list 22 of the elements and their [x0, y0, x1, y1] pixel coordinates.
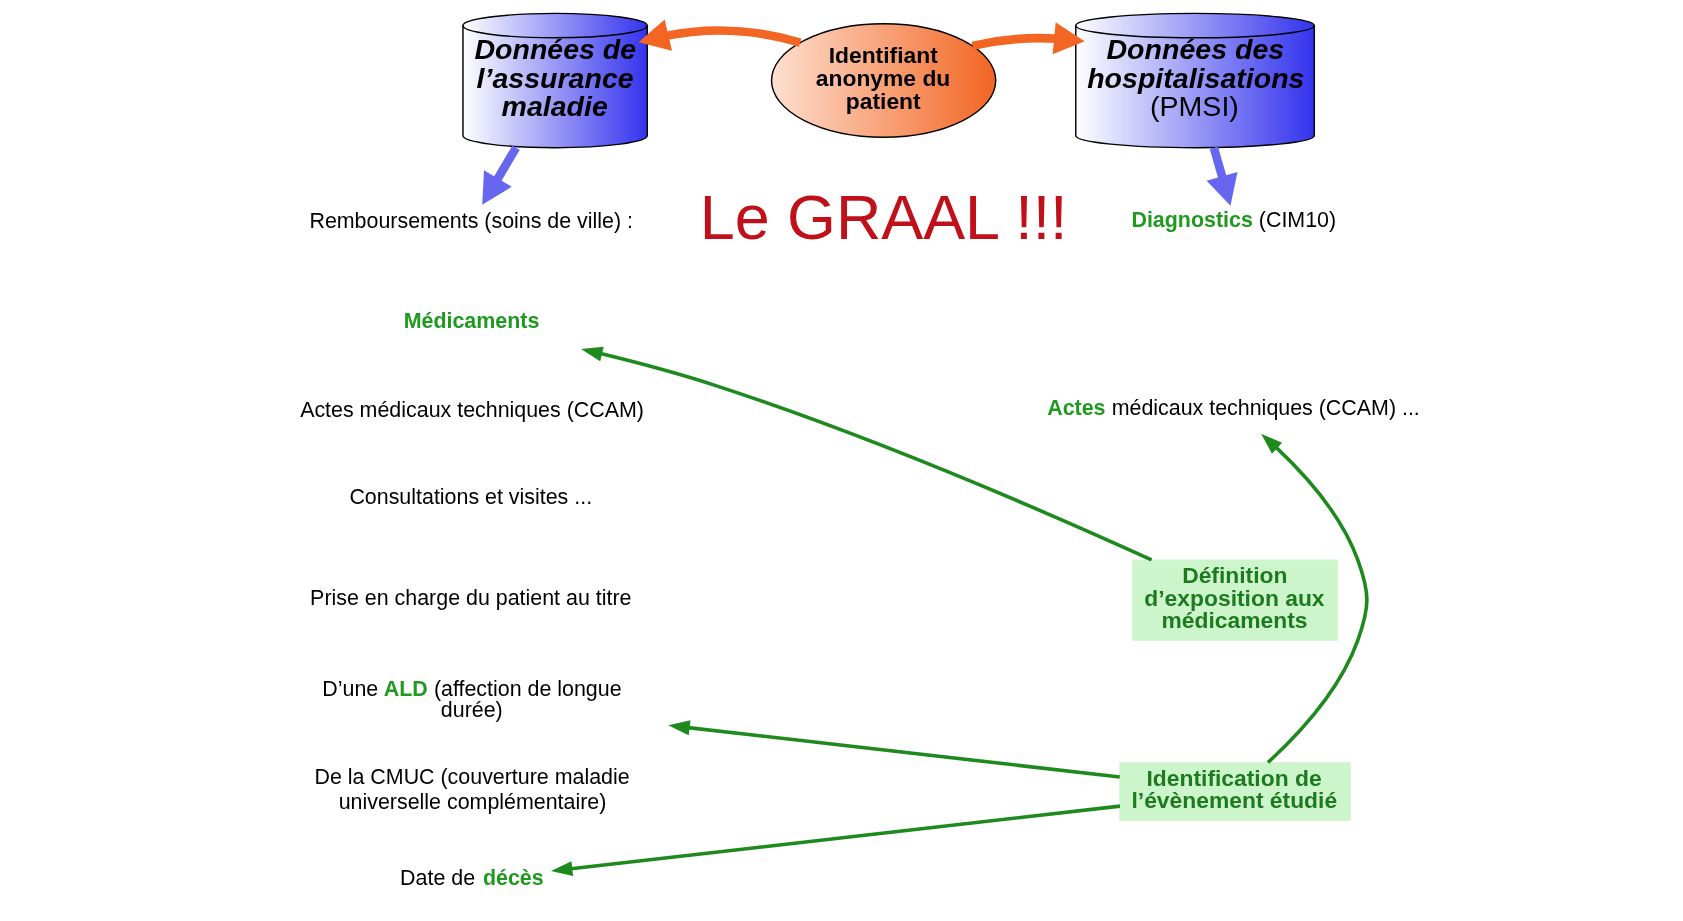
- node-text: D’une ALD (affection de longue durée): [322, 676, 622, 723]
- node-text: Prise en charge du patient au titre: [310, 586, 632, 611]
- node-text: Diagnostics (CIM10): [1131, 207, 1337, 232]
- node-text: De la CMUC (couverture maladie universelle complémentaire): [314, 765, 630, 814]
- node-text: Actes médicaux techniques (CCAM): [300, 397, 644, 422]
- node-box: Définition d’exposition aux médicaments: [1132, 559, 1338, 641]
- arrow: [550, 804, 1121, 877]
- node-text: Actes médicaux techniques (CCAM) ...: [1047, 396, 1420, 421]
- arrow: [482, 145, 520, 205]
- node-box: Identification de l’évènement étudié: [1119, 762, 1351, 821]
- node-text: Médicaments: [403, 309, 540, 334]
- arrow: [581, 346, 1153, 562]
- node-text: Date de décès: [400, 866, 544, 891]
- node-text: Consultations et visites ...: [349, 484, 593, 509]
- node-ellipse: Identifiant anonyme du patient: [770, 23, 997, 138]
- arrow: [1261, 433, 1369, 764]
- arrow: [971, 22, 1085, 55]
- arrow: [638, 19, 802, 51]
- label: Le GRAAL !!!: [699, 182, 1068, 253]
- node-text: Remboursements (soins de ville) :: [309, 209, 634, 234]
- arrow: [668, 720, 1120, 779]
- arrow: [1206, 146, 1238, 206]
